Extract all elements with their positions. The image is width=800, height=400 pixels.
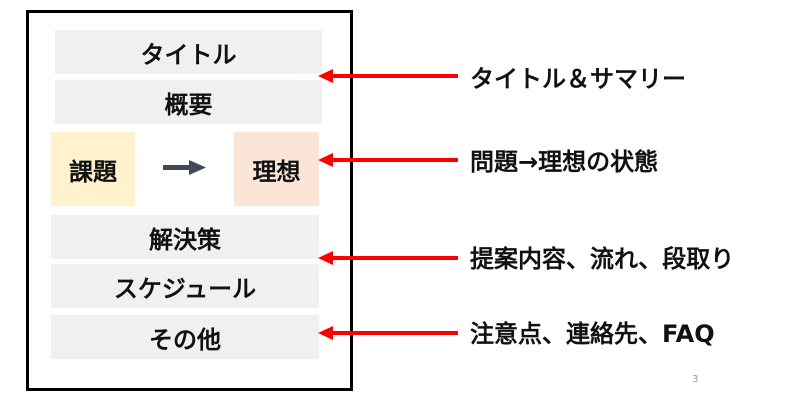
section-schedule: スケジュール (51, 264, 319, 308)
outline-frame (26, 10, 353, 391)
annotation-other: 注意点、連絡先、FAQ (470, 320, 715, 348)
section-solution: 解決策 (51, 215, 319, 259)
page-number: 3 (692, 374, 699, 385)
annotation-solution: 提案内容、流れ、段取り (470, 245, 735, 273)
annotation-arrow-solution (318, 251, 458, 265)
annotation-problem: 問題→理想の状態 (470, 148, 659, 176)
section-problem: 課題 (51, 132, 135, 206)
section-other: その他 (51, 315, 319, 359)
flow-arrow (163, 160, 206, 175)
section-title: タイトル (55, 30, 322, 74)
annotation-arrow-title (318, 69, 458, 83)
annotation-arrow-other (318, 326, 458, 340)
section-ideal: 理想 (234, 132, 319, 206)
annotation-arrow-problem (318, 153, 458, 167)
annotation-title: タイトル＆サマリー (470, 65, 686, 93)
section-summary: 概要 (55, 80, 322, 124)
